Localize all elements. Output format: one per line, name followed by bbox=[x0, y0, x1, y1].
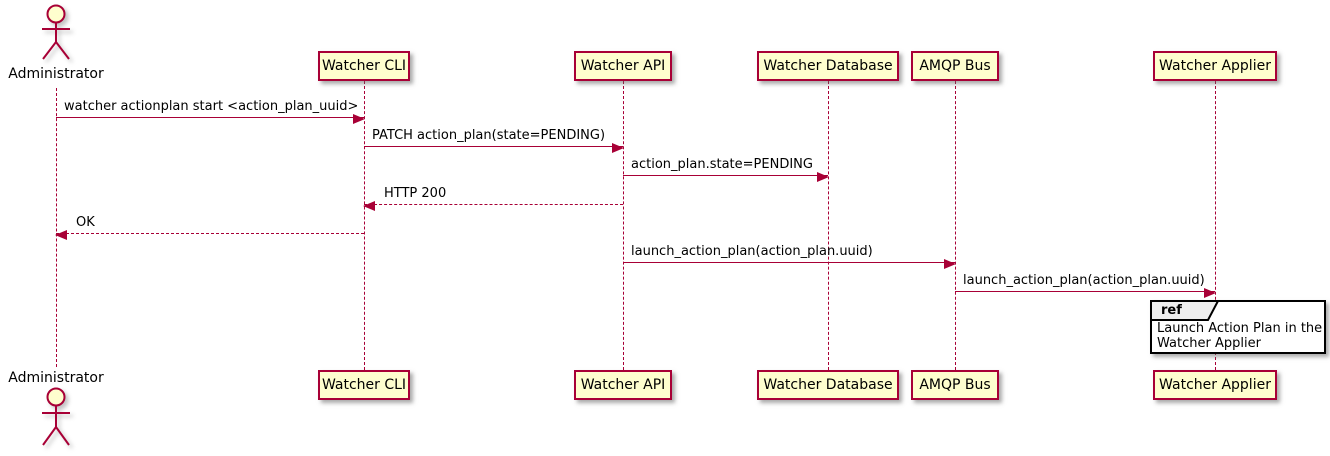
participant-label: Watcher Database bbox=[763, 377, 893, 393]
ref-text-line-2: Watcher Applier bbox=[1157, 336, 1261, 351]
arrowhead-left-icon bbox=[55, 229, 67, 240]
message-actionplan-start: watcher actionplan start <action_plan_uu… bbox=[56, 99, 365, 124]
ref-fragment: ref Launch Action Plan in the Watcher Ap… bbox=[1150, 300, 1326, 354]
arrowhead-right-icon bbox=[944, 258, 956, 269]
arrowhead-right-icon bbox=[1204, 287, 1216, 298]
lifeline-watcher-cli bbox=[364, 81, 365, 370]
message-label: HTTP 200 bbox=[384, 186, 447, 201]
participant-amqp-bus-top: AMQP Bus bbox=[911, 51, 999, 81]
actor-label-bottom: Administrator bbox=[8, 370, 104, 386]
actor-label-top: Administrator bbox=[8, 66, 104, 82]
participant-watcher-database-top: Watcher Database bbox=[757, 51, 899, 81]
participant-watcher-api-top: Watcher API bbox=[574, 51, 672, 81]
lifeline-watcher-applier bbox=[1215, 81, 1216, 370]
message-arrow-line bbox=[56, 113, 365, 124]
arrowhead-right-icon bbox=[817, 171, 829, 182]
actor-icon bbox=[42, 4, 70, 60]
ref-text-line-1: Launch Action Plan in the bbox=[1157, 321, 1323, 336]
arrowhead-right-icon bbox=[353, 113, 365, 124]
arrowhead-left-icon bbox=[363, 200, 375, 211]
participant-watcher-applier-top: Watcher Applier bbox=[1153, 51, 1277, 81]
ref-tab-icon bbox=[1150, 300, 1220, 321]
participant-label: AMQP Bus bbox=[919, 377, 991, 393]
actor-icon bbox=[42, 387, 70, 446]
participant-label: Watcher Database bbox=[763, 58, 893, 74]
participant-label: AMQP Bus bbox=[919, 58, 991, 74]
message-patch-action-plan: PATCH action_plan(state=PENDING) bbox=[364, 128, 624, 153]
lifeline-administrator bbox=[56, 88, 57, 367]
message-label: launch_action_plan(action_plan.uuid) bbox=[631, 244, 873, 259]
participant-label: Watcher API bbox=[580, 377, 666, 393]
participant-watcher-api-bottom: Watcher API bbox=[574, 370, 672, 400]
ref-text: Launch Action Plan in the Watcher Applie… bbox=[1157, 321, 1322, 351]
message-arrow-line bbox=[363, 200, 623, 211]
message-launch-action-plan-applier: launch_action_plan(action_plan.uuid) bbox=[955, 273, 1216, 298]
arrowhead-right-icon bbox=[612, 142, 624, 153]
lifeline-watcher-api bbox=[623, 81, 624, 370]
participant-label: Watcher CLI bbox=[321, 58, 407, 74]
participant-watcher-cli-bottom: Watcher CLI bbox=[318, 370, 410, 400]
participant-label: Watcher Applier bbox=[1159, 58, 1271, 74]
message-arrow-line bbox=[623, 171, 829, 182]
participant-amqp-bus-bottom: AMQP Bus bbox=[911, 370, 999, 400]
message-label: action_plan.state=PENDING bbox=[631, 157, 813, 172]
message-arrow-line bbox=[364, 142, 624, 153]
message-launch-action-plan-amqp: launch_action_plan(action_plan.uuid) bbox=[623, 244, 956, 269]
message-arrow-line bbox=[623, 258, 956, 269]
message-label: PATCH action_plan(state=PENDING) bbox=[372, 128, 606, 143]
participant-watcher-database-bottom: Watcher Database bbox=[757, 370, 899, 400]
participant-label: Watcher CLI bbox=[321, 377, 407, 393]
message-state-pending: action_plan.state=PENDING bbox=[623, 157, 829, 182]
message-arrow-line bbox=[955, 287, 1216, 298]
ref-keyword: ref bbox=[1161, 303, 1182, 318]
message-arrow-line bbox=[55, 229, 364, 240]
lifeline-amqp-bus bbox=[955, 81, 956, 370]
message-http-200: HTTP 200 bbox=[363, 186, 623, 211]
participant-watcher-cli-top: Watcher CLI bbox=[318, 51, 410, 81]
message-label: watcher actionplan start <action_plan_uu… bbox=[64, 99, 359, 114]
participant-watcher-applier-bottom: Watcher Applier bbox=[1153, 370, 1277, 400]
message-label: launch_action_plan(action_plan.uuid) bbox=[963, 273, 1205, 288]
message-label: OK bbox=[76, 215, 95, 230]
lifeline-watcher-database bbox=[828, 81, 829, 370]
message-ok: OK bbox=[55, 215, 364, 240]
participant-label: Watcher API bbox=[580, 58, 666, 74]
participant-label: Watcher Applier bbox=[1159, 377, 1271, 393]
